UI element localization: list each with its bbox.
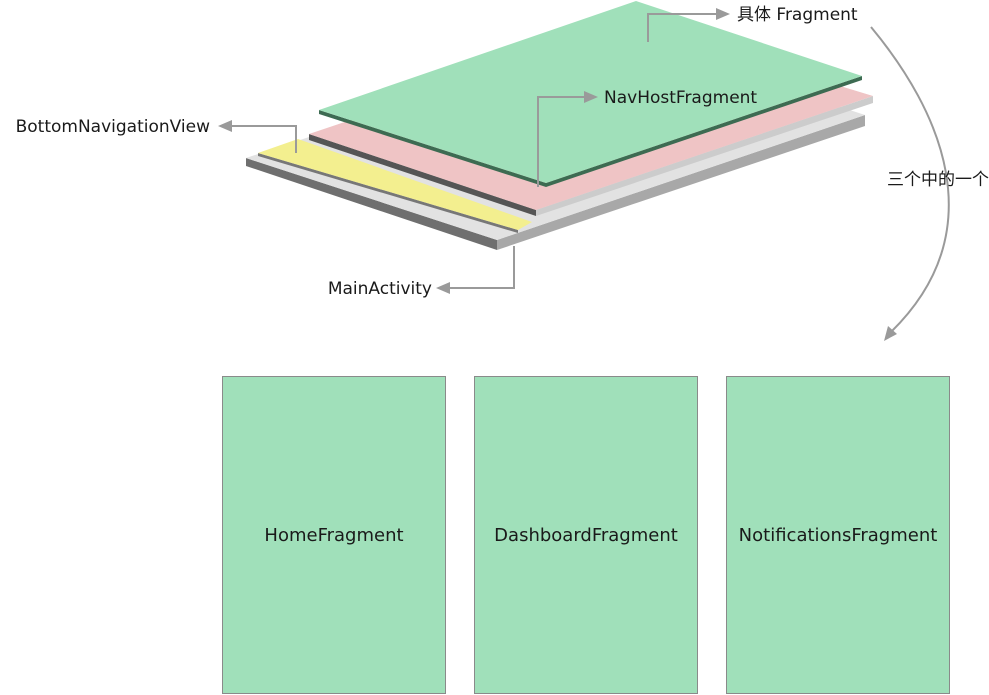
nav-host-fragment-label: NavHostFragment [604,88,757,108]
notifications-fragment-box [726,376,950,694]
nav-host-fragment-arrowhead [584,91,598,103]
main-activity-side-right [497,115,865,250]
concrete-fragment-label: 具体 Fragment [737,5,858,25]
nav-host-fragment-side-left [309,134,536,216]
bottom-navigation-view-side [258,153,518,233]
nav-host-fragment-connector [537,96,584,187]
one-of-three-curve [870,26,950,333]
one-of-three-arrowhead [884,326,897,341]
home-fragment-label: HomeFragment [264,525,403,546]
notifications-fragment-label: NotificationsFragment [739,525,938,546]
concrete-fragment-side-right [546,76,862,187]
concrete-fragment-top [319,1,862,183]
bottom-navigation-view-connector [232,125,297,153]
bottom-navigation-view-strip [258,139,532,230]
concrete-fragment-connector [647,13,716,42]
bottom-navigation-view-arrowhead [218,120,232,132]
main-activity-label: MainActivity [328,279,432,299]
dashboard-fragment-box [474,376,698,694]
nav-host-fragment-side-right [536,96,873,216]
fragment-options: HomeFragment DashboardFragment Notificat… [222,376,950,694]
connectors [218,8,950,341]
concrete-fragment-layer [319,1,862,187]
concrete-fragment-side-left [319,110,546,187]
layer-labels: 具体 Fragment NavHostFragment BottomNaviga… [16,5,989,299]
main-activity-side-left [246,158,497,250]
home-fragment-box [222,376,446,694]
main-activity-connector [450,246,515,289]
concrete-fragment-arrowhead [716,8,730,20]
dashboard-fragment-label: DashboardFragment [494,525,678,546]
main-activity-arrowhead [436,282,450,294]
bottom-navigation-view-layer [258,139,532,233]
bottom-navigation-view-label: BottomNavigationView [16,117,210,137]
one-of-three-label: 三个中的一个 [887,170,989,190]
